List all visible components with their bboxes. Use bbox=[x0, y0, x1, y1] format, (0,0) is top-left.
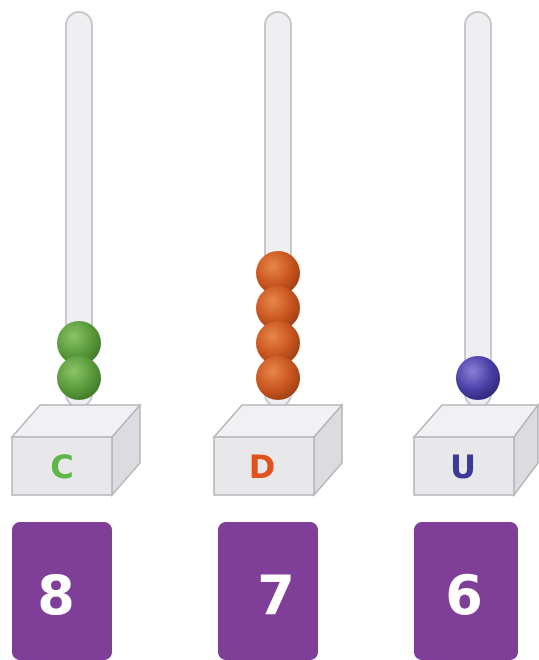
abacus-bead bbox=[57, 356, 101, 400]
base-block: C bbox=[10, 403, 142, 497]
place-value-label: U bbox=[450, 448, 476, 486]
place-value-label: D bbox=[249, 448, 276, 486]
abacus-bead bbox=[256, 251, 300, 295]
abacus-bead bbox=[256, 356, 300, 400]
block-front bbox=[413, 436, 515, 496]
place-value-label: C bbox=[50, 448, 73, 486]
abacus-column-c: C 8 bbox=[10, 11, 142, 660]
abacus-bead bbox=[256, 321, 300, 365]
base-block: U bbox=[412, 402, 539, 498]
digit-card-value: 7 bbox=[257, 564, 295, 627]
bead-stack bbox=[456, 356, 500, 400]
bead-stack bbox=[57, 321, 101, 400]
rod bbox=[464, 11, 492, 408]
bead-stack bbox=[256, 251, 300, 400]
abacus-bead bbox=[256, 286, 300, 330]
abacus-column-d: D 7 bbox=[212, 11, 344, 660]
digit-card-value: 8 bbox=[37, 564, 75, 627]
block-front bbox=[11, 436, 113, 496]
base-block: D bbox=[212, 403, 344, 497]
abacus-column-u: U 6 bbox=[412, 11, 539, 660]
block-front bbox=[213, 436, 315, 496]
digit-card bbox=[218, 522, 318, 660]
abacus-bead bbox=[456, 356, 500, 400]
digit-card bbox=[414, 522, 518, 660]
digit-card bbox=[12, 522, 112, 660]
abacus-bead bbox=[57, 321, 101, 365]
digit-card-value: 6 bbox=[445, 564, 483, 627]
